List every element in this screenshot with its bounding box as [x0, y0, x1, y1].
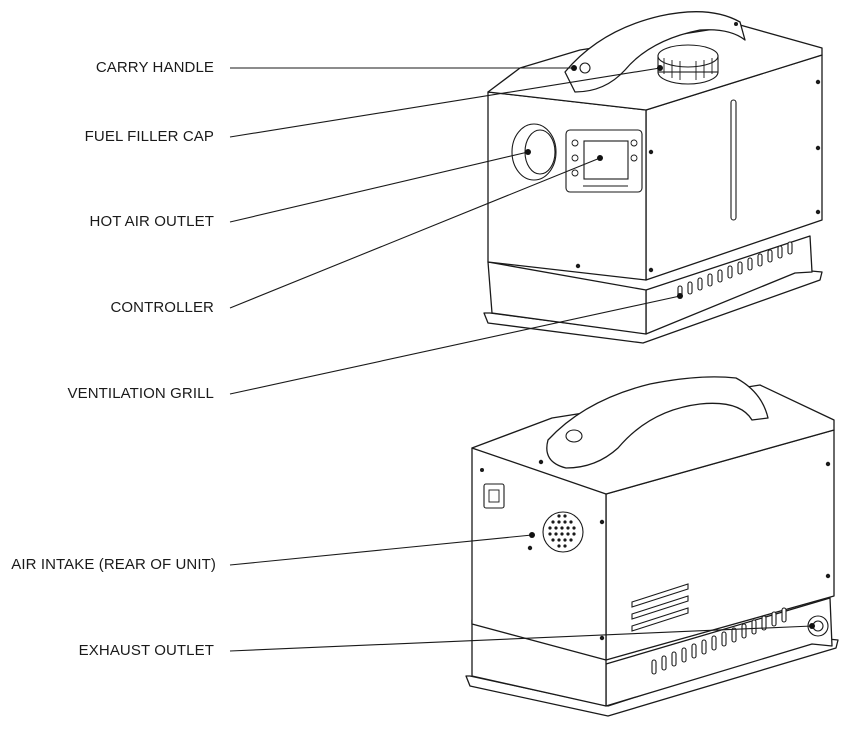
handle-hole: [579, 62, 591, 74]
label-carry-handle: CARRY HANDLE: [95, 59, 214, 76]
side-vent-3: [631, 607, 689, 632]
heater-unit-front: [483, 11, 823, 344]
rear-carry-handle: [546, 376, 769, 469]
controller-screen: [583, 140, 629, 180]
label-exhaust-outlet: EXHAUST OUTLET: [78, 642, 214, 659]
label-fuel-filler-cap: FUEL FILLER CAP: [84, 128, 214, 145]
leader-fuel-filler-cap: [229, 67, 661, 138]
front-unit-lower-front: [487, 261, 647, 335]
label-controller: CONTROLLER: [110, 299, 214, 316]
label-air-intake: AIR INTAKE (REAR OF UNIT): [11, 556, 216, 573]
leader-hot-air-outlet: [229, 151, 529, 223]
leader-lines: [229, 65, 815, 652]
leader-controller: [229, 157, 601, 309]
fuel-cap-top: [657, 44, 719, 68]
label-ventilation-grill: VENTILATION GRILL: [67, 385, 214, 402]
heater-unit-rear: [465, 376, 839, 717]
air-intake-grille: [542, 511, 584, 553]
leader-air-intake: [229, 534, 533, 566]
side-slot: [730, 99, 737, 221]
air-intake-mesh: [548, 514, 576, 548]
side-vent-1: [631, 583, 689, 608]
label-hot-air-outlet: HOT AIR OUTLET: [89, 213, 214, 230]
rear-connector: [483, 483, 505, 509]
front-unit-top: [487, 24, 823, 111]
leader-exhaust-outlet: [229, 625, 813, 652]
handle-hole-rear: [565, 429, 583, 443]
front-carry-handle: [564, 11, 746, 93]
side-vent-2: [631, 595, 689, 620]
leader-ventilation-grill: [229, 295, 681, 395]
